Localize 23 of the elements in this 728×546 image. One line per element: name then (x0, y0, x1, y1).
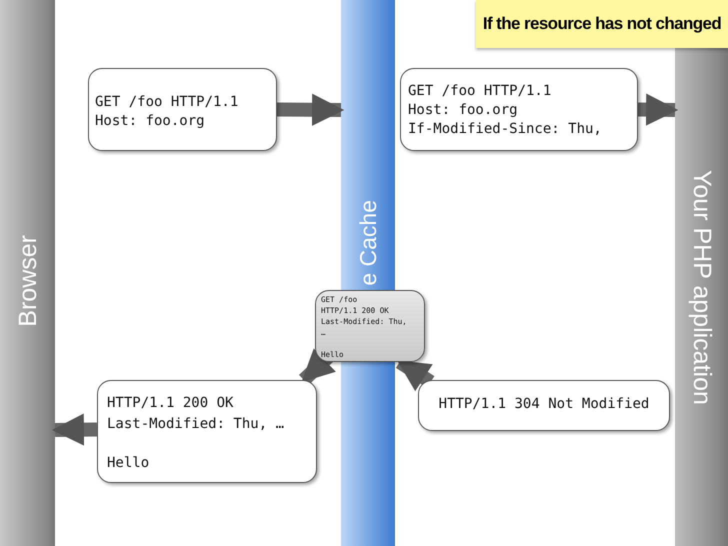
application-lane (675, 48, 728, 546)
message-line: Hello (107, 454, 150, 473)
message-line: HTTP/1.1 200 OK (107, 394, 234, 413)
lane-title: Browser (14, 235, 43, 327)
block-arrow (276, 94, 344, 126)
message-line: Last-Modified: Thu, … (107, 415, 286, 434)
message-line: If-Modified-Since: Thu, (408, 120, 603, 139)
request-bubble (400, 68, 638, 151)
lane-title: Your PHP application (687, 170, 716, 405)
message-line: Host: foo.org (408, 101, 519, 120)
block-arrow (52, 414, 98, 446)
message-line: Host: foo.org (95, 112, 206, 131)
message-line: GET /foo HTTP/1.1 (95, 93, 240, 112)
cached-response-bubble (315, 290, 425, 362)
lane-title: e Cache (355, 200, 382, 286)
request-bubble (88, 68, 277, 151)
block-arrow (638, 94, 678, 126)
message-line: HTTP/1.1 304 Not Modified (438, 395, 650, 414)
response-bubble (97, 380, 317, 483)
response-bubble (418, 380, 670, 431)
browser-lane (0, 0, 55, 546)
note-text: If the resource has not changed (482, 14, 722, 34)
message-line: GET /foo HTTP/1.1 (408, 82, 552, 101)
